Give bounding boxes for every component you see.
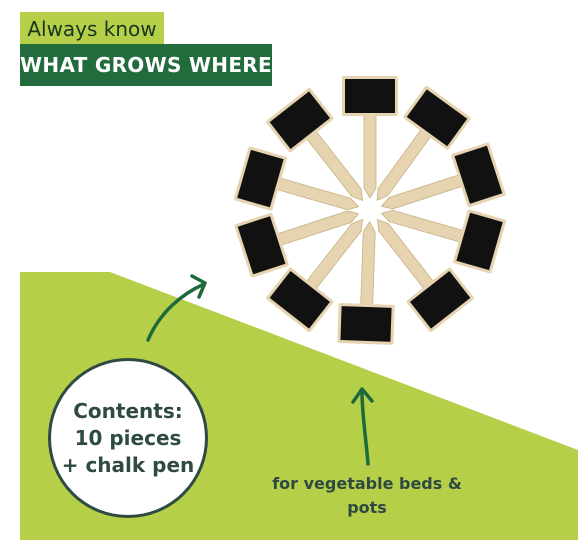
headline-banner: WHAT GROWS WHERE (20, 44, 272, 86)
chalkboard-surface (406, 89, 468, 147)
chalkboard-marker-icon (380, 142, 506, 210)
arrow-up-icon (360, 390, 370, 466)
chalkboard-surface (269, 271, 330, 329)
chalkboard-marker-icon (234, 210, 360, 278)
badge-line-2: 10 pieces (74, 425, 182, 450)
chalkboard-surface (237, 149, 284, 208)
chalkboard-marker-icon (342, 76, 398, 199)
arrow-up-right-icon (190, 274, 207, 299)
wooden-stick (363, 111, 377, 199)
chalkboard-markers-group (233, 76, 507, 345)
chalkboard-marker-icon (266, 218, 364, 333)
chalkboard-surface (410, 271, 471, 329)
chalkboard-surface (269, 91, 330, 149)
contents-badge: Contents: 10 pieces + chalk pen (48, 358, 208, 518)
chalkboard-surface (237, 216, 286, 275)
arrow-up-right-icon (146, 282, 206, 342)
chalkboard-marker-icon (376, 85, 471, 201)
chalkboard-marker-icon (380, 209, 507, 274)
chalkboard-surface (340, 306, 392, 342)
chalkboard-surface (456, 212, 503, 271)
chalkboard-marker-icon (337, 221, 395, 345)
tagline-label: Always know (20, 12, 164, 46)
arrow-up-icon (351, 387, 374, 404)
wooden-stick (360, 221, 376, 309)
chalkboard-marker-icon (266, 87, 364, 202)
chalkboard-surface (345, 79, 395, 113)
chalkboard-marker-icon (376, 218, 474, 333)
badge-line-1: Contents: (73, 398, 183, 423)
chalkboard-surface (454, 145, 503, 204)
chalkboard-marker-icon (233, 146, 360, 211)
usage-caption: for vegetable beds & pots (272, 474, 462, 517)
badge-line-3: + chalk pen (61, 452, 195, 477)
